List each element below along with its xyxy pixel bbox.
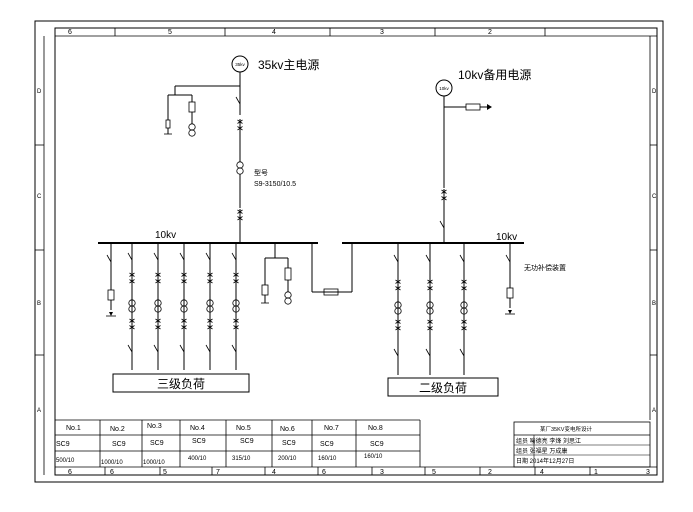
- bus-right-label: 10kv: [496, 232, 517, 243]
- title-block-members-2: 组员 张福星 万成康: [516, 447, 567, 455]
- top-col-label: 5: [168, 29, 172, 36]
- bus-tie-icon: [323, 288, 339, 296]
- schedule-rating: 1000/10: [101, 460, 123, 466]
- schedule-no: No.1: [66, 425, 81, 432]
- right-row-label: D: [652, 89, 657, 95]
- bottom-col-label: 3: [646, 469, 650, 476]
- schedule-type: SC9: [192, 438, 206, 445]
- third-class-load-label: 三级负荷: [157, 377, 205, 391]
- schedule-no: No.4: [190, 425, 205, 432]
- bottom-col-label: 6: [68, 469, 72, 476]
- bottom-col-label: 6: [322, 469, 326, 476]
- schedule-no: No.2: [110, 426, 125, 433]
- left-feeders: [106, 243, 292, 370]
- title-block-date: 日期 2014年12月27日: [516, 457, 574, 465]
- schedule-no: No.3: [147, 423, 162, 430]
- transformer-icon: [236, 161, 244, 175]
- main-source: 35kv 35kv主电源: [231, 55, 319, 73]
- breaker-icon: [441, 188, 447, 202]
- right-feeders: 无功补偿装置: [393, 243, 566, 375]
- third-class-load-box: [112, 373, 250, 393]
- top-col-label: 6: [68, 29, 72, 36]
- source-symbol-text: 10kv: [439, 86, 449, 91]
- schedule-type: SC9: [240, 438, 254, 445]
- schedule-type: SC9: [320, 441, 334, 448]
- right-row-label: C: [652, 194, 657, 200]
- transformer-schedule-table: No.1 No.2 No.3 No.4 No.5 No.6 No.7 No.8 …: [55, 419, 421, 467]
- inner-border: [54, 27, 658, 476]
- left-row-label: C: [37, 194, 42, 200]
- title-block: 某厂35KV变电所设计 组员 喻德亮 李烽 刘思江 组员 张福星 万成康 日期 …: [513, 421, 651, 468]
- left-row-label: D: [37, 89, 42, 95]
- schedule-no: No.5: [236, 425, 251, 432]
- schedule-rating: 160/10: [364, 454, 383, 460]
- transformer-model-value: S9-3150/10.5: [254, 181, 296, 188]
- schedule-no: No.6: [280, 426, 295, 433]
- right-row-label: A: [652, 408, 656, 414]
- compensation-label: 无功补偿装置: [524, 263, 566, 272]
- second-class-load-label: 二级负荷: [419, 381, 467, 395]
- schedule-rating: 200/10: [278, 456, 297, 462]
- schedule-type: SC9: [56, 441, 70, 448]
- top-col-label: 4: [272, 29, 276, 36]
- bottom-col-label: 4: [540, 469, 544, 476]
- bottom-col-label: 1: [594, 469, 598, 476]
- second-class-load-box: [387, 377, 499, 397]
- bottom-col-label: 2: [488, 469, 492, 476]
- schedule-type: SC9: [370, 441, 384, 448]
- backup-source-label: 10kv备用电源: [458, 68, 531, 82]
- main-source-label: 35kv主电源: [258, 58, 319, 72]
- schedule-rating: 1000/10: [143, 460, 165, 466]
- outer-border: [34, 20, 664, 483]
- top-col-label: 2: [488, 29, 492, 36]
- schedule-no: No.8: [368, 425, 383, 432]
- schedule-rating: 500/10: [56, 458, 75, 464]
- breaker-icon: [237, 208, 243, 222]
- bottom-col-label: 3: [380, 469, 384, 476]
- bottom-col-label: 5: [432, 469, 436, 476]
- schedule-rating: 400/10: [188, 456, 207, 462]
- schedule-no: No.7: [324, 425, 339, 432]
- schedule-type: SC9: [282, 440, 296, 447]
- bottom-col-label: 5: [163, 469, 167, 476]
- bus-left-label: 10kv: [155, 230, 176, 241]
- schedule-type: SC9: [112, 441, 126, 448]
- schedule-rating: 160/10: [318, 456, 337, 462]
- right-row-label: B: [652, 301, 656, 307]
- source-symbol-text: 35kv: [235, 62, 245, 67]
- schedule-type: SC9: [150, 440, 164, 447]
- bottom-col-label: 6: [110, 469, 114, 476]
- backup-source: 10kv 10kv备用电源: [435, 68, 531, 97]
- left-row-label: B: [37, 301, 41, 307]
- bottom-col-label: 7: [216, 469, 220, 476]
- top-col-label: 3: [380, 29, 384, 36]
- title-block-title: 某厂35KV变电所设计: [540, 425, 592, 433]
- schedule-rating: 315/10: [232, 456, 251, 462]
- title-block-members-1: 组员 喻德亮 李烽 刘思江: [516, 437, 581, 445]
- transformer-model-label: 型号: [254, 168, 268, 177]
- left-row-label: A: [37, 408, 41, 414]
- potential-transformer-icon: [188, 123, 196, 137]
- breaker-icon: [237, 118, 243, 132]
- bottom-col-label: 4: [272, 469, 276, 476]
- bottom-col-labels: 6 6 5 7 4 6 3 5 2 4 1 3: [68, 469, 650, 476]
